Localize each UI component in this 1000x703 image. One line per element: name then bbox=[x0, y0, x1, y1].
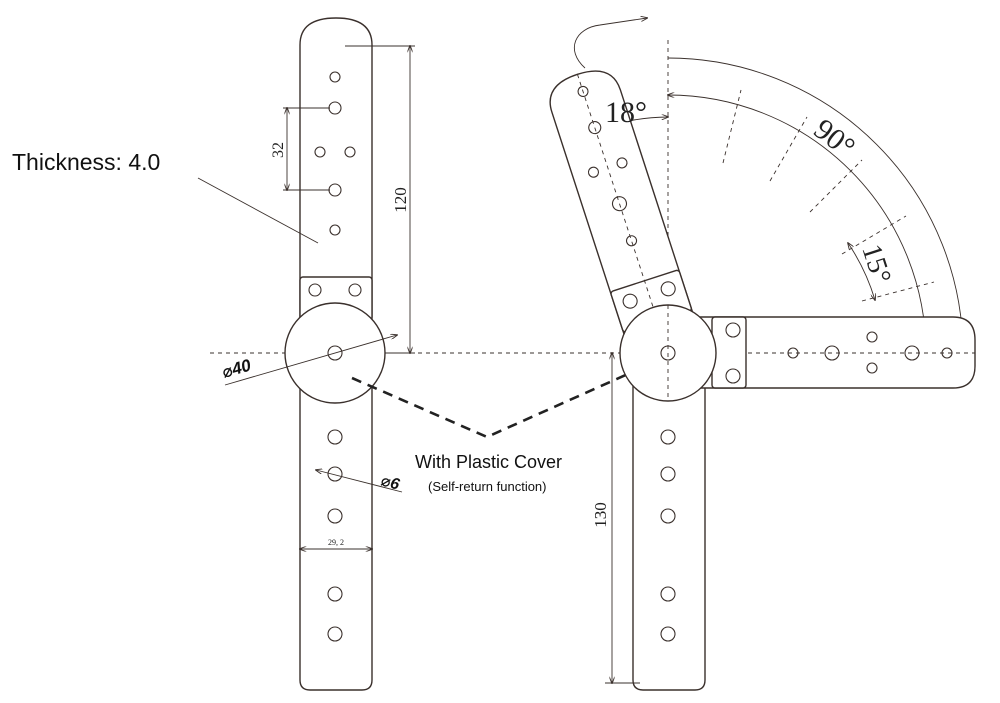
angle-15-label: 15° bbox=[855, 241, 897, 288]
arc-15-degrees bbox=[848, 243, 875, 300]
rotated-arm bbox=[549, 70, 697, 354]
dimension-120: 120 bbox=[345, 46, 415, 353]
dimension-120-label: 120 bbox=[391, 187, 410, 213]
dimension-130: 130 bbox=[591, 353, 640, 683]
lower-right-arm bbox=[632, 379, 706, 691]
diameter-6-label: ⌀6 bbox=[379, 472, 401, 493]
left-horn bbox=[284, 17, 386, 691]
dimension-32-label: 32 bbox=[270, 142, 287, 158]
outer-rotation-arc bbox=[667, 57, 964, 354]
right-horn-holes bbox=[660, 322, 953, 642]
horizontal-arm-bracket bbox=[711, 316, 747, 389]
angle-90-label: 90° bbox=[808, 113, 861, 165]
dimension-130-label: 130 bbox=[591, 502, 610, 528]
thickness-leader-line bbox=[197, 177, 319, 244]
cover-subtitle: (Self-return function) bbox=[428, 479, 547, 494]
horizontal-arm bbox=[699, 316, 976, 389]
angle-18-label: 18° bbox=[605, 96, 647, 129]
dimension-diameter-6: ⌀6 bbox=[316, 470, 403, 494]
arc-90-degrees bbox=[668, 95, 926, 353]
thickness-label: Thickness: 4.0 bbox=[12, 149, 160, 175]
cover-leader-lines bbox=[351, 363, 649, 439]
dimension-32: 32 bbox=[270, 108, 330, 190]
rotation-direction-arrow bbox=[573, 18, 647, 69]
dimension-29-2: 29, 2 bbox=[300, 538, 372, 549]
cover-title: With Plastic Cover bbox=[415, 452, 562, 472]
left-horn-holes bbox=[308, 71, 362, 642]
arm-width-label: 29, 2 bbox=[328, 538, 344, 547]
